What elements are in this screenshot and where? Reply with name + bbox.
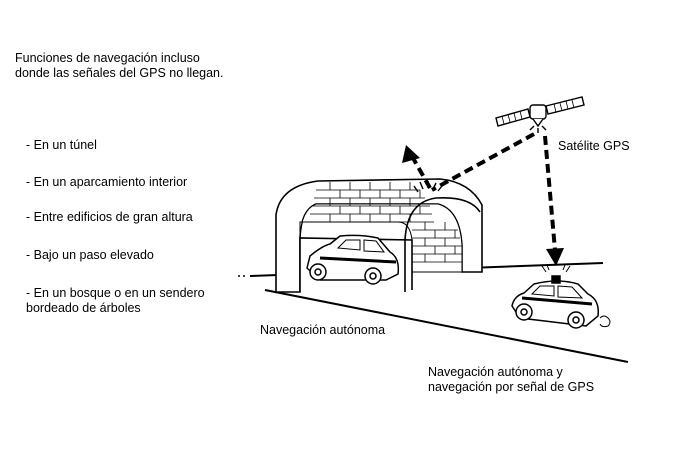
intro-text: Funciones de navegación incluso donde la…	[15, 51, 223, 81]
condition-overpass: - Bajo un paso elevado	[26, 248, 154, 262]
intro-line-2: donde las señales del GPS no llegan.	[15, 66, 224, 80]
condition-tall-buildings: - Entre edificios de gran altura	[26, 210, 193, 224]
condition-forest-line-2: bordeado de árboles	[26, 301, 141, 315]
gps-signal-paths	[411, 132, 557, 251]
condition-forest: - En un bosque o en un sendero bordeado …	[26, 286, 205, 316]
signal-arrowheads	[402, 145, 564, 266]
car-outside	[511, 264, 611, 329]
gps-satellite-icon	[495, 96, 585, 128]
car-in-tunnel	[306, 234, 400, 285]
brick-pattern	[310, 182, 462, 263]
intro-line-1: Funciones de navegación incluso	[15, 51, 200, 65]
condition-indoor-parking: - En un aparcamiento interior	[26, 175, 188, 189]
condition-forest-line-1: - En un bosque o en un sendero	[26, 286, 205, 300]
combined-navigation-label: Navegación autónoma y navegación por señ…	[428, 365, 594, 395]
satellite-label: Satélite GPS	[558, 139, 630, 153]
signal-blocked-marks	[413, 125, 547, 193]
autonomous-navigation-label: Navegación autónoma	[260, 323, 386, 337]
combined-label-line-1: Navegación autónoma y	[428, 365, 563, 379]
combined-label-line-2: navegación por señal de GPS	[428, 380, 595, 394]
condition-tunnel: - En un túnel	[26, 138, 97, 152]
